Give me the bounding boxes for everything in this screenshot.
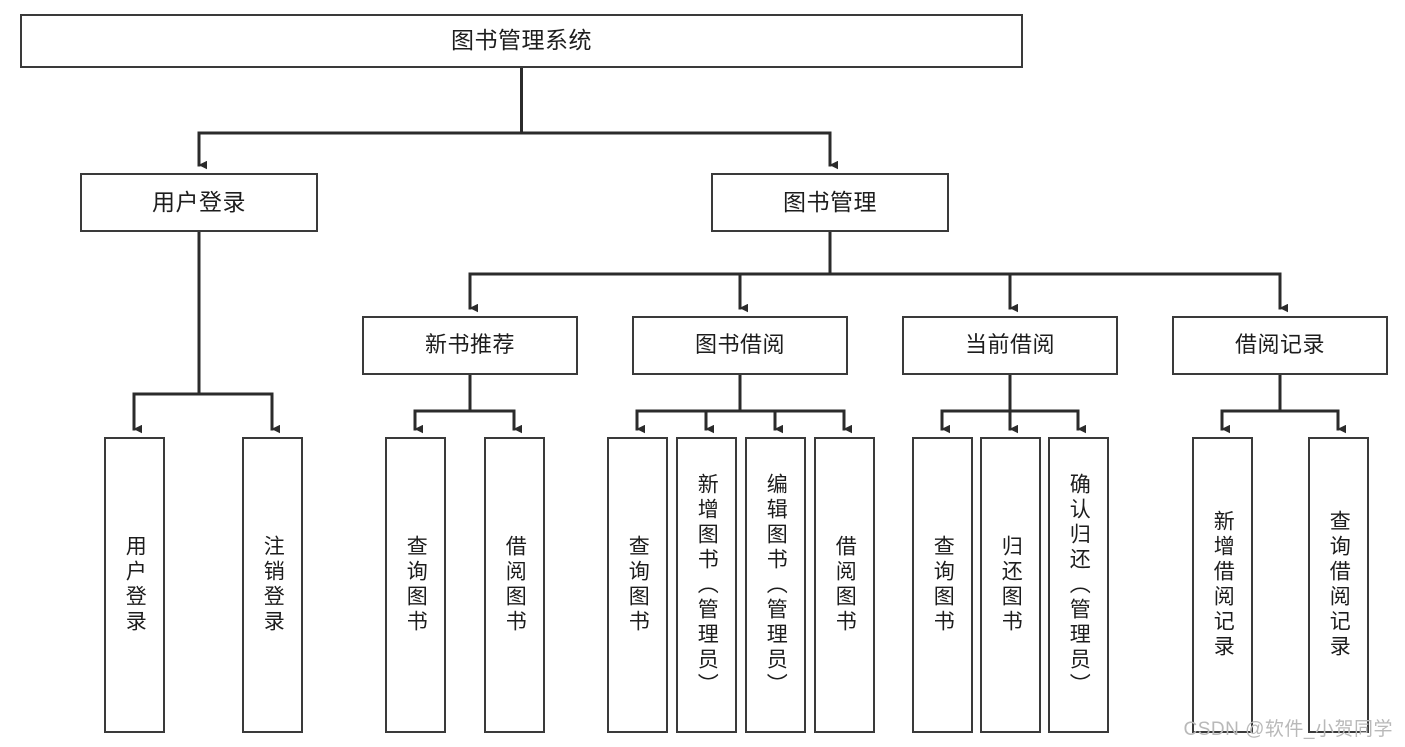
node-label: 查询图书 [404,535,428,635]
node-label: 用户登录 [152,188,246,215]
node-label: 查询图书 [626,535,650,635]
leaf-user-login-logout[interactable]: 注销登录 [242,437,303,733]
leaf-current-confirm-return-admin[interactable]: 确认归还（管理员） [1048,437,1109,733]
node-label: 归还图书 [999,535,1023,635]
node-label: 借阅记录 [1234,332,1325,358]
leaf-borrow-borrow-book[interactable]: 借阅图书 [814,437,875,733]
leaf-record-query-record[interactable]: 查询借阅记录 [1308,437,1369,733]
node-label: 编辑图书（管理员） [764,472,788,698]
node-book-management[interactable]: 图书管理 [711,173,949,232]
node-label: 借阅图书 [503,535,527,635]
node-label: 用户登录 [123,535,147,635]
leaf-borrow-edit-book-admin[interactable]: 编辑图书（管理员） [745,437,806,733]
node-book-borrow[interactable]: 图书借阅 [632,316,848,375]
leaf-recommend-query-book[interactable]: 查询图书 [385,437,446,733]
node-new-book-recommend[interactable]: 新书推荐 [362,316,578,375]
node-label: 图书借阅 [694,332,785,358]
node-label: 确认归还（管理员） [1067,472,1091,698]
node-label: 图书管理 [783,188,877,215]
node-label: 新增图书（管理员） [695,472,719,698]
node-label: 查询图书 [931,535,955,635]
leaf-user-login-login[interactable]: 用户登录 [104,437,165,733]
node-label: 当前借阅 [964,332,1055,358]
node-label: 借阅图书 [833,535,857,635]
node-current-borrow[interactable]: 当前借阅 [902,316,1118,375]
leaf-current-query-book[interactable]: 查询图书 [912,437,973,733]
node-borrow-record[interactable]: 借阅记录 [1172,316,1388,375]
node-label: 查询借阅记录 [1327,510,1351,660]
node-label: 新增借阅记录 [1211,510,1235,660]
leaf-borrow-query-book[interactable]: 查询图书 [607,437,668,733]
node-root-book-management-system[interactable]: 图书管理系统 [20,14,1023,68]
node-label: 图书管理系统 [451,27,592,54]
leaf-record-add-record[interactable]: 新增借阅记录 [1192,437,1253,733]
leaf-current-return-book[interactable]: 归还图书 [980,437,1041,733]
leaf-recommend-borrow-book[interactable]: 借阅图书 [484,437,545,733]
leaf-borrow-add-book-admin[interactable]: 新增图书（管理员） [676,437,737,733]
csdn-watermark: CSDN @软件_小贺同学 [1183,719,1393,740]
node-user-login[interactable]: 用户登录 [80,173,318,232]
node-label: 注销登录 [261,535,285,635]
node-label: 新书推荐 [424,332,515,358]
